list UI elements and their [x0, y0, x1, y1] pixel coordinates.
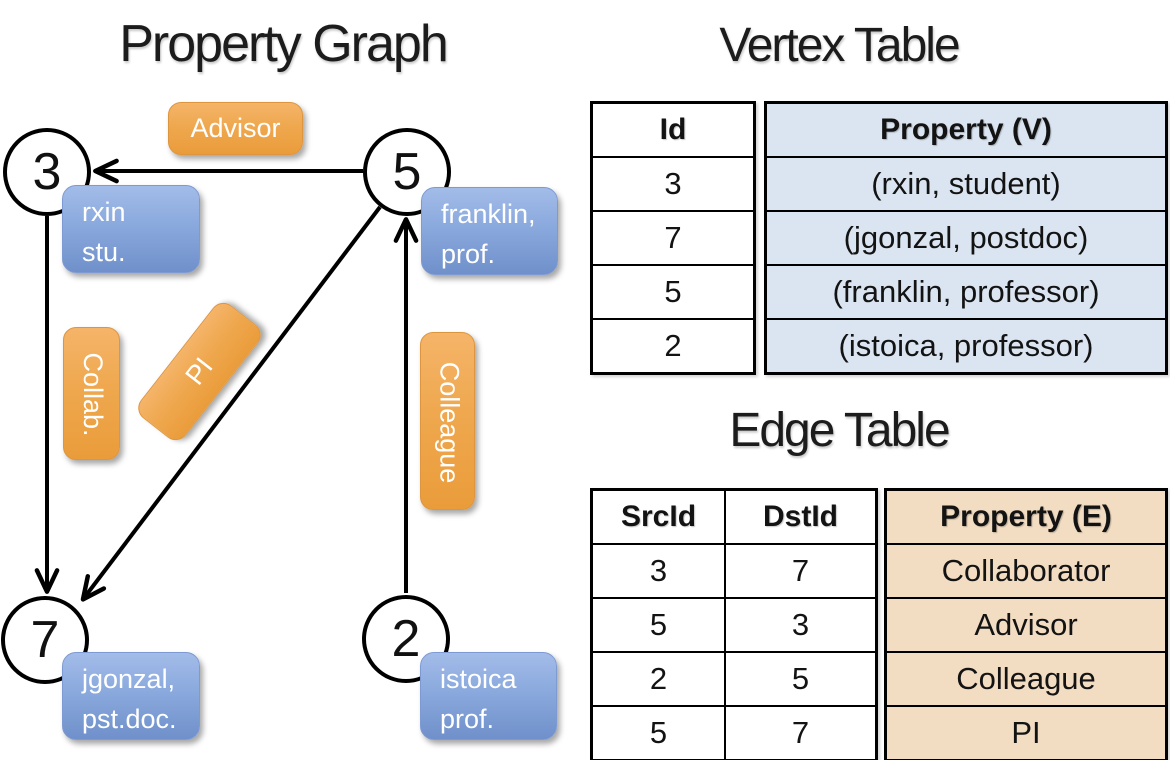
vertex-id-cell: 2: [593, 318, 753, 372]
edge-label-colleague: Colleague: [420, 332, 475, 510]
edge-dstid-cell: 3: [726, 597, 875, 651]
edge-table-property-column: Property (E) Collaborator Advisor Collea…: [884, 488, 1168, 760]
edge-srcid-cell: 2: [593, 651, 724, 705]
edge-label-text: Colleague: [434, 361, 464, 483]
vertex-id-cell: 3: [593, 156, 753, 210]
node-property-line1: rxin: [82, 197, 126, 227]
edge-srcid-cell: 3: [593, 543, 724, 597]
node-property-box-jgonzal: jgonzal, pst.doc.: [62, 652, 200, 740]
edge-table-srcid-header: SrcId: [620, 500, 697, 533]
node-property-line1: franklin,: [441, 199, 536, 229]
node-property-line2: pst.doc.: [82, 704, 177, 734]
property-graph-title: Property Graph: [119, 15, 448, 73]
vertex-id-label: 3: [32, 143, 62, 201]
edge-dstid-cell: 5: [726, 651, 875, 705]
edge-label-text: PI: [179, 351, 219, 391]
vertex-table-property-header: Property (V): [880, 113, 1052, 146]
edge-table-property-header: Property (E): [940, 500, 1112, 533]
node-property-line2: stu.: [82, 237, 126, 267]
vertex-circle-5: 5: [363, 128, 451, 216]
graph-edges-layer: [34, 158, 419, 602]
edge-property-cell: Collaborator: [887, 543, 1165, 597]
node-property-box-istoica: istoica prof.: [420, 652, 557, 740]
node-property-line1: istoica: [440, 664, 517, 694]
vertex-table-property-column: Property (V) (rxin, student) (jgonzal, p…: [764, 101, 1168, 375]
vertex-id-label: 2: [391, 610, 421, 668]
edge-table-id-columns: SrcId 3 5 2 5 DstId 7 3 5 7: [590, 488, 878, 760]
edge-label-text: Advisor: [190, 113, 281, 143]
vertex-table-title: Vertex Table: [719, 19, 960, 72]
edge-table-title: Edge Table: [729, 404, 950, 457]
edge-dstid-cell: 7: [726, 543, 875, 597]
vertex-property-cell: (jgonzal, postdoc): [767, 210, 1165, 264]
vertex-id-label: 7: [30, 611, 60, 669]
edge-table-dstid-header: DstId: [763, 500, 838, 533]
edge-srcid-cell: 5: [593, 597, 724, 651]
vertex-property-cell: (istoica, professor): [767, 318, 1165, 372]
edge-label-collab: Collab.: [63, 327, 120, 460]
node-property-box-rxin: rxin stu.: [62, 185, 200, 273]
edge-srcid-cell: 5: [593, 705, 724, 759]
vertex-table: Id 3 7 5 2 Property (V) (rxin, student) …: [590, 101, 1168, 375]
edge-table-srcid-column: SrcId 3 5 2 5: [593, 491, 724, 759]
edge-table-dstid-column: DstId 7 3 5 7: [724, 491, 875, 759]
vertex-table-id-header: Id: [659, 113, 687, 146]
vertex-id-cell: 7: [593, 210, 753, 264]
edge-label-text: Collab.: [78, 352, 108, 437]
edge-pi-line-5-to-7: [80, 205, 382, 602]
vertex-property-cell: (franklin, professor): [767, 264, 1165, 318]
edge-label-advisor: Advisor: [168, 102, 303, 155]
edge-dstid-cell: 7: [726, 705, 875, 759]
vertex-property-cell: (rxin, student): [767, 156, 1165, 210]
edge-property-cell: Advisor: [887, 597, 1165, 651]
edge-property-cell: PI: [887, 705, 1165, 759]
node-property-box-franklin: franklin, prof.: [421, 187, 558, 275]
vertex-id-cell: 5: [593, 264, 753, 318]
edge-table: SrcId 3 5 2 5 DstId 7 3 5 7 Property (E)…: [590, 488, 1168, 760]
vertex-circle-2: 2: [362, 595, 450, 683]
vertex-table-id-column: Id 3 7 5 2: [590, 101, 756, 375]
vertex-id-label: 5: [392, 143, 422, 201]
node-property-line1: jgonzal,: [82, 664, 176, 694]
node-property-line2: prof.: [441, 239, 496, 269]
node-property-line2: prof.: [440, 704, 495, 734]
edge-property-cell: Colleague: [887, 651, 1165, 705]
